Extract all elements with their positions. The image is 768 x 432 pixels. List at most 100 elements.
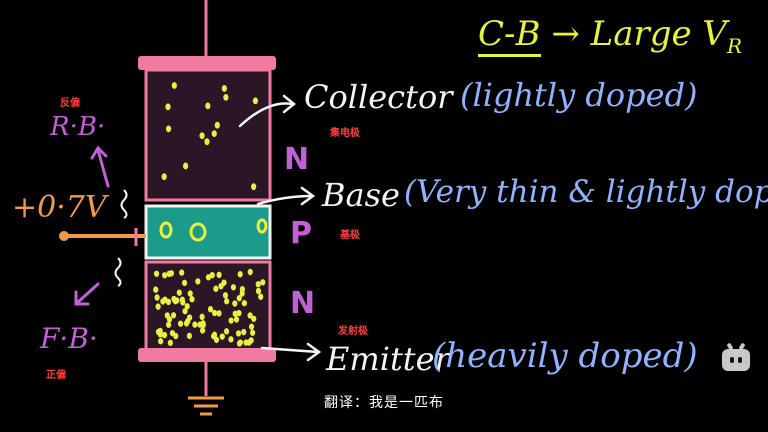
emitter-carrier-dot (155, 303, 161, 310)
emitter-cn-label: 发射极 (338, 326, 368, 337)
collector-carrier-dot (165, 125, 172, 133)
emitter-carrier-dot (212, 309, 218, 317)
collector-carrier-dot (211, 130, 217, 137)
emitter-carrier-dot (158, 337, 164, 345)
emitter-carrier-dot (213, 336, 220, 343)
emitter-carrier-dot (187, 290, 193, 297)
emitter-carrier-dot (255, 287, 262, 295)
emitter-carrier-dot (167, 339, 173, 347)
base-voltage: +0·7V (12, 190, 107, 225)
pointer-arrows (238, 94, 322, 362)
collector-carrier-dot (251, 183, 257, 191)
emitter-carrier-dot (177, 320, 184, 327)
voltage-squiggles (114, 189, 128, 287)
emitter-cap (138, 348, 276, 362)
emitter-carrier-dot (186, 332, 192, 340)
bias-arrows (74, 145, 110, 306)
emitter-carrier-dot (166, 316, 173, 323)
emitter-carrier-dot (222, 292, 229, 299)
emitter-carrier-dot (179, 296, 185, 303)
equation-arrow: → (551, 14, 580, 54)
emitter-carrier-dot (223, 328, 230, 335)
reverse-bias-label: R·B· (50, 112, 106, 142)
translation-subtitle: 翻译：我是一匹布 (324, 395, 444, 411)
emitter-carrier-dot (157, 331, 164, 338)
base-note: (Very thin & lightly doped) (404, 174, 768, 210)
emitter-carrier-dot (228, 336, 234, 343)
emitter-carrier-dot (199, 327, 206, 334)
emitter-carrier-dot (168, 270, 175, 277)
emitter-carrier-dot (205, 274, 212, 281)
emitter-carrier-dot (160, 298, 166, 305)
emitter-carrier-dot (154, 294, 160, 301)
emitter-carrier-dot (243, 339, 249, 346)
emitter-carrier-dot (218, 282, 224, 290)
emitter-carrier-dot (241, 328, 247, 336)
base-cn-label: 基极 (340, 230, 360, 241)
emitter-carrier-dot (169, 329, 176, 337)
emitter-carrier-dot (189, 296, 195, 303)
emitter-carrier-dot (207, 305, 214, 313)
emitter-type: N (290, 286, 316, 321)
equation-subscript: R (726, 33, 743, 58)
reverse-bias-cn: 反偏 (60, 98, 80, 109)
emitter-carrier-dot (186, 314, 193, 321)
bilibili-tv-icon (722, 349, 750, 371)
emitter-carrier-dot (233, 316, 240, 323)
emitter-label: Emitter (326, 340, 450, 378)
emitter-carrier-dot (255, 281, 261, 288)
collector-carrier-dot (161, 173, 167, 181)
emitter-carrier-dot (232, 300, 238, 307)
emitter-carrier-dot (162, 272, 168, 279)
base-terminal (59, 231, 69, 241)
base-region (144, 204, 272, 260)
emitter-carrier-dot (237, 271, 243, 278)
emitter-carrier-dot (228, 317, 234, 324)
collector-type: N (284, 142, 310, 177)
emitter-carrier-dot (247, 268, 253, 276)
emitter-carrier-dot (195, 278, 201, 285)
emitter-carrier-dot (236, 294, 242, 302)
emitter-carrier-dot (247, 312, 253, 319)
collector-note: (lightly doped) (460, 76, 698, 114)
collector-cap (138, 56, 276, 70)
emitter-carrier-dot (232, 310, 238, 317)
base-label: Base (322, 176, 400, 214)
emitter-carrier-dot (216, 271, 222, 279)
junction-equation: C-B → Large VR (478, 14, 742, 58)
collector-label: Collector (304, 78, 453, 116)
collector-carrier-dot (171, 82, 177, 89)
emitter-carriers (153, 268, 266, 347)
emitter-carrier-dot (216, 310, 222, 317)
forward-bias-cn: 正偏 (46, 370, 66, 381)
emitter-carrier-dot (224, 298, 230, 305)
emitter-carrier-dot (200, 320, 206, 327)
equation-right: Large V (590, 14, 727, 54)
emitter-carrier-dot (165, 298, 172, 306)
collector-region (144, 68, 272, 202)
collector-carrier-dot (182, 162, 189, 170)
emitter-carrier-dot (182, 307, 188, 315)
collector-carrier-dot (252, 97, 258, 105)
emitter-carrier-dot (153, 286, 159, 293)
emitter-carrier-dot (166, 321, 172, 328)
emitter-carrier-dot (236, 340, 243, 347)
emitter-carrier-dot (176, 289, 182, 296)
emitter-carrier-dot (248, 337, 254, 344)
collector-carrier-dot (223, 93, 229, 101)
emitter-carrier-dot (235, 330, 242, 337)
emitter-carrier-dot (248, 323, 255, 330)
emitter-carrier-dot (239, 290, 245, 297)
emitter-carrier-dot (170, 312, 177, 319)
forward-bias-label: F·B· (40, 322, 98, 355)
emitter-carrier-dot (260, 279, 266, 286)
emitter-carrier-dot (251, 315, 257, 322)
emitter-carrier-dot (250, 329, 256, 336)
collector-carrier-dot (204, 138, 210, 146)
emitter-note: (heavily doped) (432, 336, 698, 376)
emitter-carrier-dot (258, 293, 264, 300)
emitter-carrier-dot (179, 269, 185, 276)
collector-carrier-dot (199, 132, 205, 140)
